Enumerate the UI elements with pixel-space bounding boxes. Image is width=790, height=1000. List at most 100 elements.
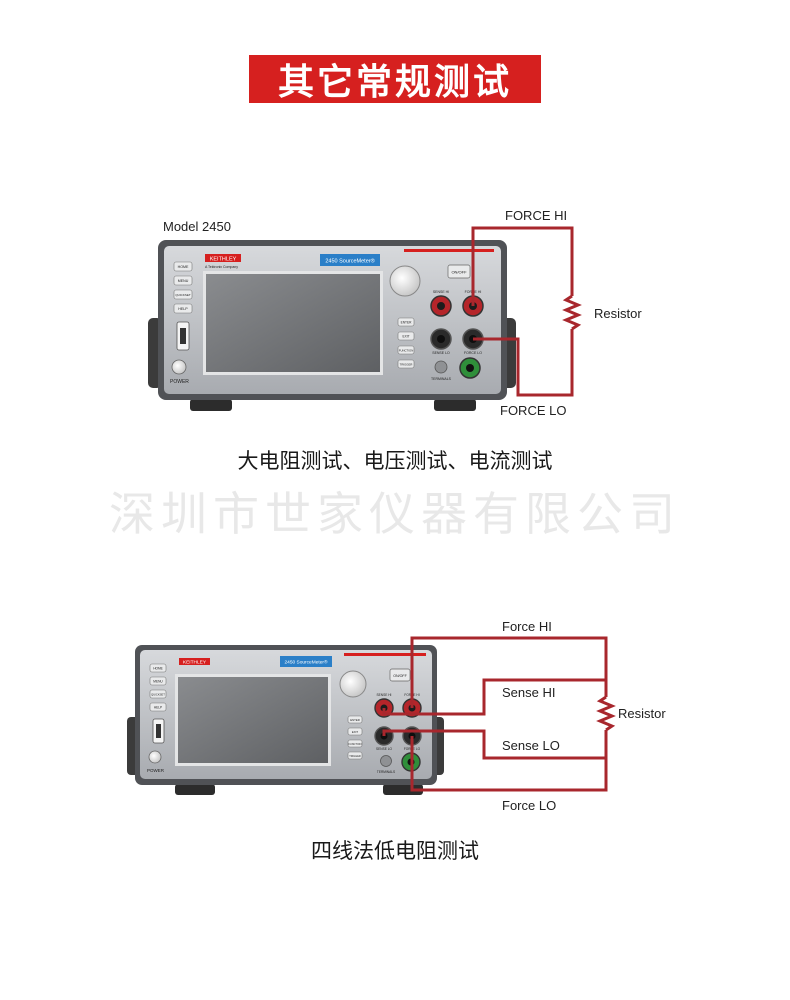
power-button[interactable] (171, 359, 187, 375)
help-button[interactable] (173, 303, 193, 314)
brand-text: KEITHLEY (210, 257, 237, 263)
output-onoff-button[interactable] (447, 264, 471, 279)
output-onoff-button-2[interactable] (389, 668, 411, 682)
home-button-2[interactable] (149, 663, 167, 673)
power-label: POWER (170, 379, 189, 385)
side-button-column-2: HOME MENU QUICKSET HELP (149, 663, 167, 744)
exit-button-2[interactable] (347, 727, 363, 736)
quickset-button-label: QUICKSET (175, 293, 191, 297)
menu-button-label: MENU (178, 279, 189, 283)
product-badge-text: 2450 SourceMeter® (325, 258, 374, 265)
wiring-1 (471, 226, 582, 397)
menu-button-2[interactable] (149, 676, 167, 686)
usb-slot-2 (156, 724, 161, 738)
force-lo-panel-label: FORCE LO (464, 351, 482, 355)
trigger-button-label-2: TRIGGER (349, 755, 361, 758)
sense-lo-wire-label-2: Sense LO (502, 738, 560, 753)
function-button-label: FUNCTION (399, 349, 413, 353)
sense-hi-wire-label-2: Sense HI (502, 685, 555, 700)
accent-stripe (404, 249, 494, 252)
instrument-2: KEITHLEY 2450 SourceMeter® HOME MENU QUI… (127, 645, 444, 795)
trigger-button-2[interactable] (347, 751, 363, 760)
product-badge-2 (280, 656, 332, 667)
home-button[interactable] (173, 261, 193, 272)
force-hi-wire (471, 226, 574, 306)
onoff-label: ON/OFF (451, 270, 467, 275)
onoff-label-2: ON/OFF (393, 674, 407, 678)
exit-button[interactable] (397, 331, 415, 341)
sense-lo-panel-label: SENSE LO (432, 351, 450, 355)
caption-1: 大电阻测试、电压测试、电流测试 (237, 449, 553, 473)
sense-lo-panel-label-2: SENSE LO (376, 747, 392, 751)
exit-button-label-2: EXIT (352, 730, 359, 734)
menu-button[interactable] (173, 275, 193, 286)
touch-screen[interactable] (206, 274, 380, 372)
brand-badge-2 (179, 658, 210, 665)
accent-stripe-2 (344, 653, 426, 656)
resistor-1-label: Resistor (594, 306, 642, 321)
side-button-column: HOME MENU QUICKSET HELP (173, 261, 193, 351)
foot-left-2 (175, 784, 215, 795)
sense-lo-wire-2 (382, 729, 606, 760)
foot-left (190, 399, 232, 411)
model-label: Model 2450 (163, 219, 231, 234)
function-button-2[interactable] (347, 739, 363, 748)
quickset-button-label-2: QUICKSET (151, 693, 165, 697)
enter-button-label-2: ENTER (350, 718, 359, 722)
right-button-column-2: ENTER EXIT FUNCTION TRIGGER (347, 715, 363, 760)
trigger-button[interactable] (397, 359, 415, 369)
resistor-2-label: Resistor (618, 706, 666, 721)
instrument-1: KEITHLEY A Tektronix Company 2450 Source… (148, 240, 516, 411)
brand-sub: A Tektronix Company (205, 265, 238, 269)
sense-hi-terminal-hole (437, 302, 445, 310)
enter-button-2[interactable] (347, 715, 363, 724)
banner-title: 其它常规测试 (249, 55, 541, 103)
terminals-label-2: TERMINALS (377, 770, 395, 774)
force-hi-wire-label-2: Force HI (502, 619, 552, 634)
force-hi-wire-label: FORCE HI (505, 208, 567, 223)
sense-lo-terminal-hole (437, 335, 445, 343)
navigation-knob[interactable] (389, 265, 421, 297)
menu-button-label-2: MENU (153, 680, 163, 684)
help-button-label-2: HELP (154, 706, 162, 710)
terminals-switch[interactable] (434, 360, 448, 374)
sense-hi-panel-label-2: SENSE HI (377, 693, 392, 697)
exit-button-label: EXIT (402, 335, 409, 339)
quickset-button[interactable] (173, 289, 193, 300)
caption-2: 四线法低电阻测试 (311, 839, 479, 863)
resistor-1 (562, 294, 582, 331)
usb-slot (180, 328, 186, 344)
force-lo-wire-label-2: Force LO (502, 798, 556, 813)
sense-hi-wire-2 (382, 678, 606, 716)
force-hi-wire-2 (410, 636, 608, 708)
force-lo-wire-label: FORCE LO (500, 403, 566, 418)
force-lo-wire (473, 329, 574, 397)
terminals-label: TERMINALS (431, 377, 452, 381)
enter-button[interactable] (397, 317, 415, 327)
product-badge-text-2: 2450 SourceMeter® (285, 659, 328, 666)
brand-text-2: KEITHLEY (183, 660, 207, 666)
power-button-2[interactable] (148, 750, 162, 764)
terminals-switch-2[interactable] (380, 755, 392, 767)
quickset-button-2[interactable] (149, 689, 167, 699)
power-label-2: POWER (147, 768, 165, 773)
force-lo-wire-2 (410, 730, 608, 792)
right-button-column: ENTER EXIT FUNCTION TRIGGER (397, 317, 415, 369)
home-button-label: HOME (178, 265, 189, 269)
help-button-2[interactable] (149, 702, 167, 712)
enter-button-label: ENTER (401, 321, 413, 325)
function-button-label-2: FUNCTION (349, 743, 362, 746)
function-button[interactable] (397, 345, 415, 355)
brand-badge (205, 254, 241, 262)
trigger-button-label: TRIGGER (400, 363, 413, 367)
ground-terminal-hole (466, 364, 474, 372)
help-button-label: HELP (178, 307, 188, 311)
resistor-2 (596, 695, 616, 732)
foot-right (434, 399, 476, 411)
diagram-1: Model 2450 KEITHLEY A Tektronix Company … (148, 208, 642, 418)
wiring-2 (382, 636, 616, 792)
watermark-text: 深圳市世家仪器有限公司 (109, 487, 681, 541)
touch-screen-2[interactable] (178, 677, 328, 763)
navigation-knob-2[interactable] (339, 670, 367, 698)
